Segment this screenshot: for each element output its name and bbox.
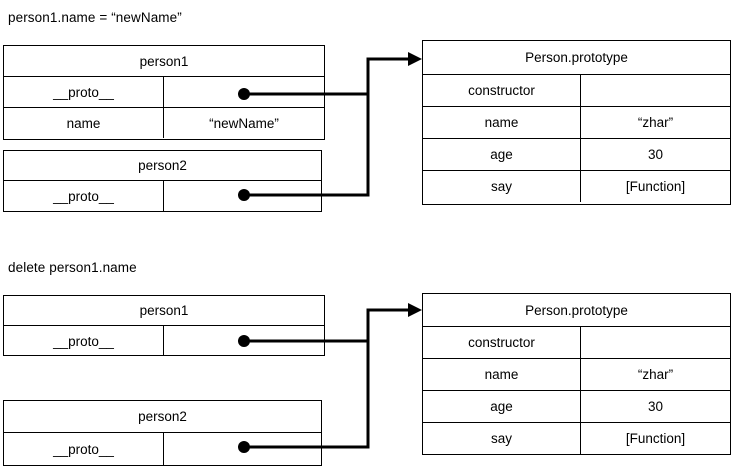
property-value-age: 30 [647,399,664,414]
table-row: name “zhar” [423,106,730,138]
table-row: age 30 [423,390,730,422]
property-key-proto: __proto__ [4,326,164,356]
object-box-person1-delete: person1 __proto__ [3,295,325,356]
object-box-person1-assign: person1 __proto__ name “newName” [3,45,325,140]
object-title-person2: person2 [138,409,187,424]
property-key-proto: __proto__ [4,433,164,466]
property-key-name: name [4,108,164,138]
table-row: say [Function] [423,170,730,202]
table-row: constructor [423,74,730,106]
property-key-constructor: constructor [423,75,581,106]
table-row: age 30 [423,138,730,170]
property-value-proto-pointer [164,326,324,356]
section-caption-delete: delete person1.name [8,260,137,275]
section-caption-assign: person1.name = “newName” [8,10,182,25]
property-key-say: say [423,423,581,454]
property-value-constructor [581,75,730,106]
table-row: __proto__ [4,325,324,356]
property-key-proto: __proto__ [4,77,164,107]
property-value-say: [Function] [625,179,686,194]
arrowhead-icon-assign [408,52,422,66]
arrowhead-icon-delete [408,303,422,317]
table-row: constructor [423,326,730,358]
property-value-name: “zhar” [637,367,674,382]
table-row: __proto__ [4,180,321,211]
property-key-name: name [423,107,581,138]
object-box-person-prototype-delete: Person.prototype constructor name “zhar”… [422,293,731,455]
object-title-person1: person1 [139,303,189,318]
object-title-person-prototype: Person.prototype [525,50,628,65]
table-row: __proto__ [4,76,324,107]
table-row: say [Function] [423,422,730,454]
property-key-say: say [423,171,581,202]
property-key-age: age [423,139,581,170]
property-key-name: name [423,359,581,390]
object-box-person2-delete: person2 __proto__ [3,400,322,466]
property-value-say: [Function] [625,431,686,446]
property-value-proto-pointer [164,77,324,107]
object-title-person2: person2 [138,158,187,173]
object-title-person1: person1 [139,53,189,69]
property-value-proto-pointer [164,433,321,466]
object-box-person-prototype-assign: Person.prototype constructor name “zhar”… [422,40,731,205]
property-key-age: age [423,391,581,422]
object-title-person-prototype: Person.prototype [525,302,628,318]
table-row: name “zhar” [423,358,730,390]
property-value-age: 30 [647,147,664,162]
table-row: __proto__ [4,432,321,466]
property-value-constructor [581,327,730,358]
property-value-proto-pointer [164,181,321,211]
property-value-name: “newName” [209,115,279,131]
object-box-person2-assign: person2 __proto__ [3,150,322,212]
table-row: name “newName” [4,107,324,138]
property-key-constructor: constructor [423,327,581,358]
property-key-proto: __proto__ [4,181,164,211]
property-value-name: “zhar” [637,115,674,130]
